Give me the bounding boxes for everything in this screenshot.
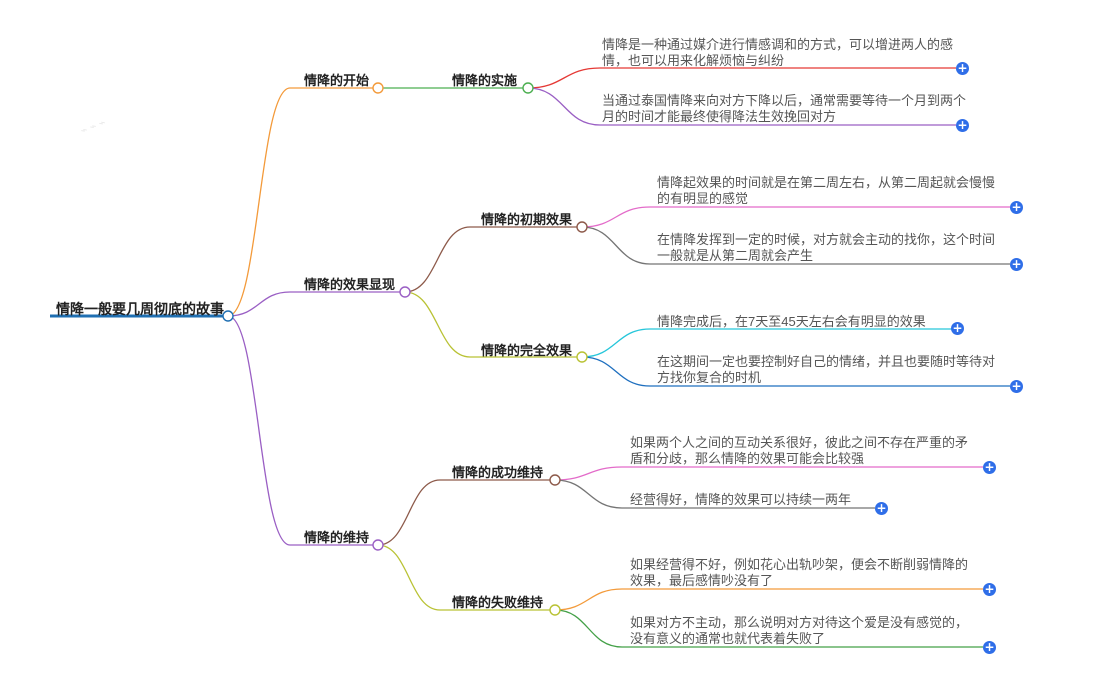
subbranch-label-implement[interactable]: 情降的实施 bbox=[452, 73, 518, 88]
leaf-text: 情降起效果的时间就是在第二周左右，从第二周起就会慢慢的有明显的感觉 bbox=[657, 175, 996, 206]
subbranch-label-full-effect[interactable]: 情降的完全效果 bbox=[481, 343, 573, 358]
edge-leaf bbox=[581, 328, 651, 358]
expand-button[interactable]: + bbox=[1010, 257, 1023, 271]
edge-leaf bbox=[527, 87, 601, 126]
branch-label-effect[interactable]: 情降的效果显现 bbox=[304, 277, 396, 292]
subbranch-label-success[interactable]: 情降的成功维持 bbox=[452, 465, 544, 480]
leaf-text: 如果经营得不好，例如花心出轨吵架，便会不断削弱情降的效果，最后感情吵没有了 bbox=[630, 557, 969, 588]
expand-button[interactable]: + bbox=[956, 118, 969, 132]
edge-root-effect bbox=[227, 291, 291, 317]
edge-leaf bbox=[554, 588, 623, 611]
branch-label-start[interactable]: 情降的开始 bbox=[304, 73, 370, 88]
expand-button[interactable]: + bbox=[951, 321, 964, 335]
subbranch-label-early-effect[interactable]: 情降的初期效果 bbox=[481, 212, 573, 227]
branch-toggle[interactable] bbox=[399, 286, 411, 298]
leaf-text: 情降是一种通过媒介进行情感调和的方式，可以增进两人的感情，也可以用来化解烦恼与纠… bbox=[602, 37, 954, 68]
leaf-text: 情降完成后，在7天至45天左右会有明显的效果 bbox=[657, 314, 926, 329]
leaf-text: 在情降发挥到一定的时候，对方就会主动的找你，这个时间一般就是从第二周就会产生 bbox=[657, 232, 996, 263]
edge-leaf bbox=[554, 609, 623, 648]
leaf-text: 经营得好，情降的效果可以持续一两年 bbox=[630, 492, 852, 507]
expand-button[interactable]: + bbox=[983, 582, 996, 596]
subbranch-toggle[interactable] bbox=[549, 474, 561, 486]
leaf-text: 当通过泰国情降来向对方下降以后，通常需要等待一个月到两个月的时间才能最终使得降法… bbox=[602, 93, 967, 124]
subbranch-toggle[interactable] bbox=[576, 351, 588, 363]
subbranch-toggle[interactable] bbox=[576, 221, 588, 233]
edge-root-start bbox=[227, 87, 291, 317]
edge-leaf bbox=[554, 466, 623, 481]
edge-maintain-failure bbox=[377, 544, 441, 611]
branch-label-maintain[interactable]: 情降的维持 bbox=[304, 530, 370, 545]
edge-leaf bbox=[554, 479, 623, 509]
leaf-text: 在这期间一定也要控制好自己的情绪，并且也要随时等待对方找你复合的时机 bbox=[657, 354, 996, 385]
expand-button[interactable]: + bbox=[983, 460, 996, 474]
root-node-label[interactable]: 情降一般要几周彻底的故事 bbox=[56, 301, 224, 317]
edge-maintain-success bbox=[377, 479, 441, 546]
edge-leaf bbox=[581, 206, 651, 228]
subbranch-label-failure[interactable]: 情降的失败维持 bbox=[452, 595, 544, 610]
leaf-text: 如果对方不主动，那么说明对方对待这个爱是没有感觉的，没有意义的通常也就代表着失败… bbox=[630, 615, 969, 646]
edge-effect-full bbox=[404, 291, 471, 358]
edge-effect-early bbox=[404, 226, 471, 293]
edge-root-maintain bbox=[227, 315, 291, 546]
expand-button[interactable]: + bbox=[875, 501, 888, 515]
branch-toggle[interactable] bbox=[372, 82, 384, 94]
subbranch-toggle[interactable] bbox=[549, 604, 561, 616]
edge-leaf bbox=[581, 356, 651, 387]
expand-button[interactable]: + bbox=[983, 640, 996, 654]
subbranch-toggle[interactable] bbox=[522, 82, 534, 94]
expand-button[interactable]: + bbox=[1010, 379, 1023, 393]
expand-button[interactable]: + bbox=[956, 61, 969, 75]
edge-leaf bbox=[527, 67, 601, 89]
root-toggle[interactable] bbox=[222, 310, 234, 322]
edge-leaf bbox=[581, 226, 651, 265]
expand-button[interactable]: + bbox=[1010, 200, 1023, 214]
leaf-text: 如果两个人之间的互动关系很好，彼此之间不存在严重的矛盾和分歧，那么情降的效果可能… bbox=[630, 435, 969, 466]
branch-toggle[interactable] bbox=[372, 539, 384, 551]
